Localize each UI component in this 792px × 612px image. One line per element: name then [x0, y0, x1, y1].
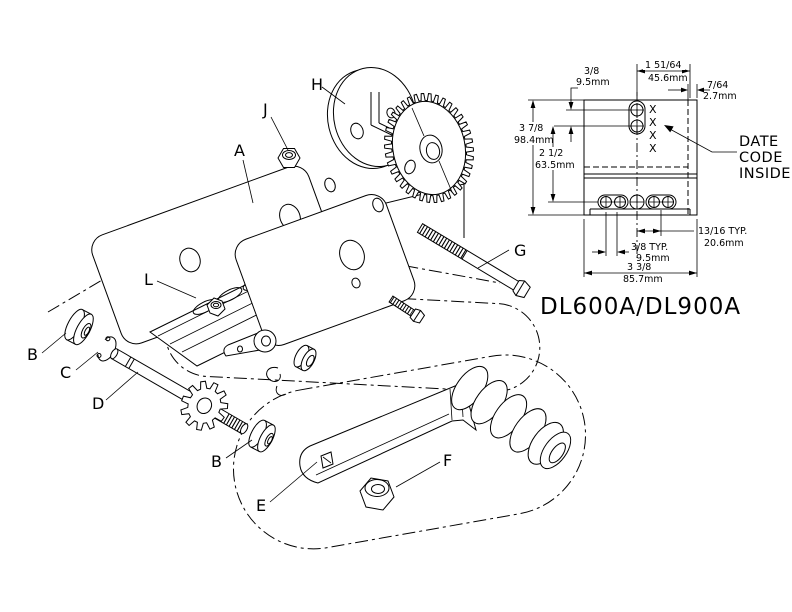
callout-d: D	[92, 394, 104, 413]
callout-b-lower: B	[211, 452, 222, 471]
pawl-group	[206, 297, 317, 396]
note-leader	[667, 127, 737, 153]
phantom-boundaries	[47, 226, 587, 550]
model-title: DL600A/DL900A	[540, 294, 741, 320]
bushing-lower	[248, 419, 276, 453]
bracket-outline	[583, 99, 698, 216]
handle-group-boundary	[232, 354, 587, 550]
pawl-bushing	[293, 344, 317, 372]
svg-text:X: X	[649, 103, 657, 116]
drive-shaft	[110, 348, 249, 435]
dim-bottom-slot-mm: 9.5mm	[636, 253, 670, 264]
callout-letters: H J A G L B C D B E F	[27, 75, 526, 515]
top-slot	[628, 100, 646, 135]
small-bolt	[388, 295, 426, 324]
pawl-spring	[266, 366, 287, 396]
dim-slot-spacing-mm: 9.5mm	[576, 77, 610, 88]
bottom-slot-right	[645, 194, 677, 210]
dim-hole-height-in: 2 1/2	[539, 148, 563, 159]
dim-flange-in: 7/64	[707, 80, 728, 91]
callout-l: L	[144, 270, 153, 289]
pawl-lever	[223, 332, 261, 357]
frame-right-plate	[234, 194, 416, 346]
dim-bottom-width-in: 3 3/8	[627, 262, 651, 273]
extension-lines	[528, 64, 698, 277]
dim-bottom-slot-in: 3/8 TYP.	[631, 242, 668, 253]
date-code-marks: X X X X	[649, 103, 657, 155]
handle-grip	[451, 365, 572, 470]
dim-bottom-width-mm: 85.7mm	[623, 274, 663, 285]
callout-c: C	[60, 363, 71, 382]
note-line-1: DATE	[739, 134, 779, 150]
callout-a: A	[234, 141, 245, 160]
long-bolt	[416, 223, 531, 299]
dim-height-in: 3 7/8	[519, 123, 543, 134]
note-line-2: CODE	[739, 150, 783, 166]
svg-text:X: X	[649, 129, 657, 142]
dim-height-mm: 98.4mm	[514, 135, 554, 146]
nut-f	[359, 477, 395, 511]
callout-j: J	[262, 100, 268, 119]
dim-slot-spacing-in: 3/8	[584, 66, 599, 77]
dim-hole-height-mm: 63.5mm	[535, 160, 575, 171]
winch-frame	[91, 165, 416, 367]
crank-handle	[299, 365, 572, 484]
svg-text:X: X	[649, 116, 657, 129]
callout-b-upper: B	[27, 345, 38, 364]
dim-flange-mm: 2.7mm	[703, 91, 737, 102]
dim-bottom-center-in: 13/16 TYP.	[698, 226, 747, 237]
svg-text:X: X	[649, 142, 657, 155]
callout-h: H	[311, 75, 323, 94]
dim-top-width-mm: 45.6mm	[648, 73, 688, 84]
note-line-3: INSIDE	[739, 166, 791, 182]
callout-e: E	[256, 496, 266, 515]
main-gear	[383, 92, 475, 204]
bracket-dimension-drawing: X X X X DATE CODE INSIDE 1 51/64 45.6mm	[514, 60, 791, 320]
callout-f: F	[443, 451, 452, 470]
leader-lines	[41, 86, 510, 503]
callout-g: G	[514, 241, 526, 260]
dim-bottom-center-mm: 20.6mm	[704, 238, 744, 249]
nut-j	[277, 148, 301, 168]
bushing-upper	[64, 308, 94, 346]
dim-top-width-in: 1 51/64	[645, 60, 681, 71]
